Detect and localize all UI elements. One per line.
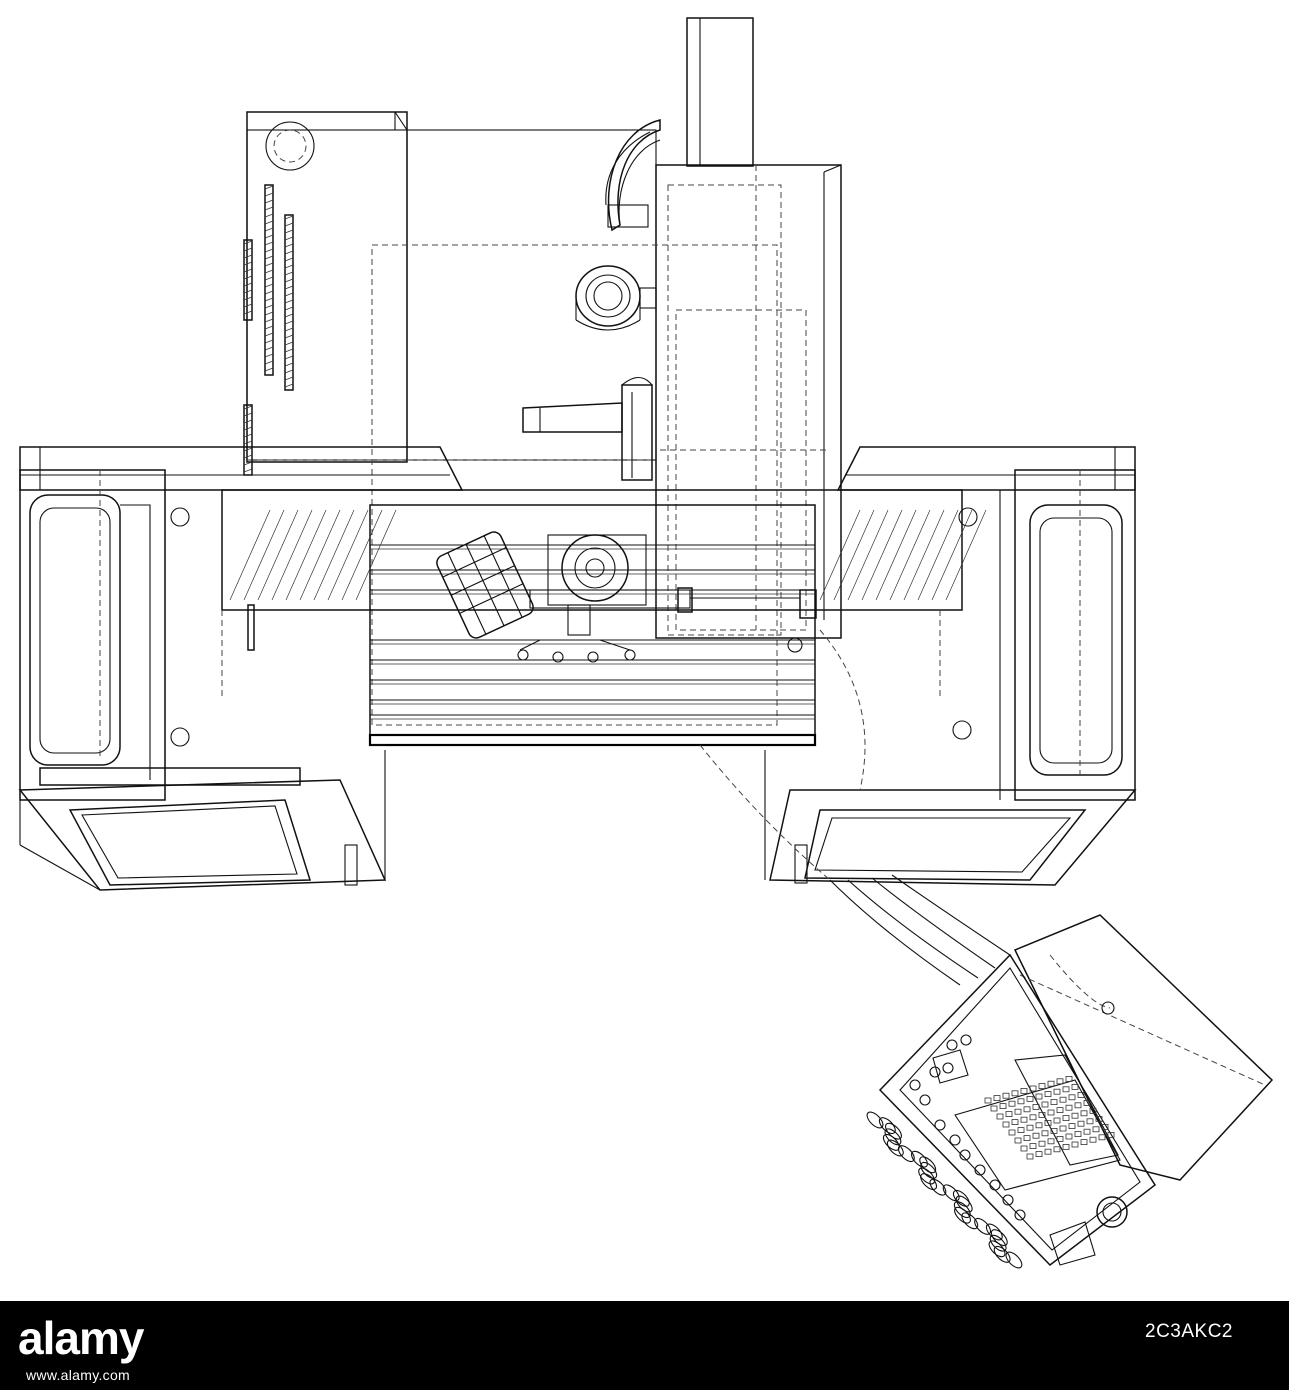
pendant-cables (699, 744, 1011, 986)
cnc-milling-machine-wireframe (18, 17, 1274, 1269)
enclosure-right (764, 446, 1137, 886)
enclosure-left (18, 446, 464, 891)
work-table (221, 489, 987, 747)
rotary-head (436, 531, 817, 663)
tool-holder (522, 376, 653, 481)
alamy-logo-text: alamy (18, 1312, 144, 1364)
control-pendant (866, 914, 1274, 1269)
stock-image-id: 2C3AKC2 (1145, 1321, 1233, 1342)
cable-loop (605, 119, 661, 232)
site-url: www.alamy.com (26, 1367, 130, 1383)
back-cabinet (246, 111, 778, 726)
spindle-motor (575, 265, 657, 331)
vent-grilles (243, 184, 294, 651)
alamy-logo: alamy (18, 1309, 188, 1367)
watermark-footer: alamy 2C3AKC2 www.alamy.com (0, 1301, 1289, 1390)
